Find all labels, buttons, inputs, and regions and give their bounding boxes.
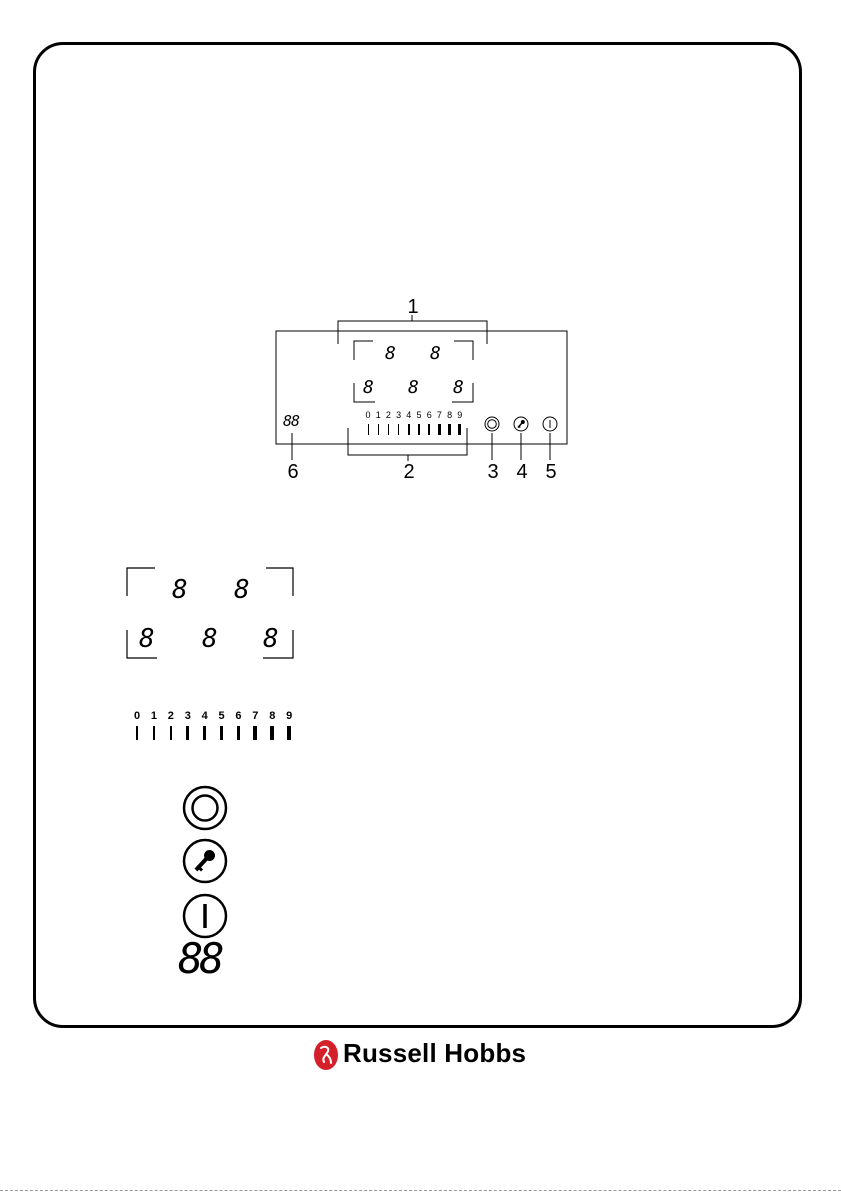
legend-power-scale-tick-9[interactable] — [287, 726, 292, 740]
legend-power-scale-label-6: 6 — [235, 710, 241, 722]
panel-timer-display: 88 — [283, 412, 299, 430]
legend-power-scale-label-9: 9 — [286, 710, 292, 722]
panel-power-scale-label-9: 9 — [457, 410, 462, 420]
legend-power-scale-tick-6[interactable] — [237, 726, 241, 740]
callout-1: 1 — [398, 296, 428, 319]
legend-power-scale-tick-0[interactable] — [136, 726, 138, 740]
callout-2: 2 — [394, 461, 424, 484]
brand-emblem-icon — [313, 1039, 339, 1071]
legend-power-scale-label-5: 5 — [219, 710, 225, 722]
zone-select-icon — [484, 416, 500, 432]
zone-select-icon — [182, 785, 228, 831]
legend-power-scale-label-7: 7 — [252, 710, 258, 722]
panel-zone-digit-bottom-mid: 8 — [408, 377, 419, 398]
panel-power-scale-label-4: 4 — [406, 410, 411, 420]
panel-power-scale-tick-5[interactable] — [418, 424, 420, 435]
legend-zone-digit-top-right: 8 — [234, 575, 250, 605]
brand-name: Russell Hobbs — [343, 1038, 526, 1069]
callout-lines — [0, 0, 841, 520]
legend-power-scale-tick-7[interactable] — [253, 726, 257, 740]
key-lock-icon — [182, 838, 228, 884]
legend-power-scale-tick-3[interactable] — [186, 726, 189, 740]
panel-power-scale-label-8: 8 — [447, 410, 452, 420]
panel-power-scale-tick-8[interactable] — [448, 424, 451, 435]
panel-power-scale-tick-6[interactable] — [428, 424, 430, 435]
panel-power-scale-tick-1[interactable] — [378, 424, 379, 435]
callout-3: 3 — [478, 461, 508, 484]
panel-zone-digit-top-right: 8 — [430, 343, 441, 364]
panel-power-scale-tick-0[interactable] — [368, 424, 369, 435]
callout-6: 6 — [278, 461, 308, 484]
panel-power-scale-tick-4[interactable] — [408, 424, 410, 435]
legend-power-scale-tick-2[interactable] — [170, 726, 172, 740]
panel-power-scale-tick-2[interactable] — [388, 424, 389, 435]
panel-power-scale-label-5: 5 — [417, 410, 422, 420]
legend-power-scale-label-1: 1 — [151, 710, 157, 722]
legend-power-scale-label-2: 2 — [168, 710, 174, 722]
panel-zone-digit-bottom-right: 8 — [453, 377, 464, 398]
panel-power-scale-label-3: 3 — [396, 410, 401, 420]
legend-power-scale-label-8: 8 — [269, 710, 275, 722]
power-icon — [182, 893, 228, 939]
panel-power-scale-label-1: 1 — [376, 410, 381, 420]
legend-power-scale-label-4: 4 — [202, 710, 208, 722]
panel-power-scale-tick-3[interactable] — [398, 424, 400, 435]
key-lock-icon — [513, 416, 529, 432]
power-icon — [542, 416, 558, 432]
legend-zone-digit-top-left: 8 — [172, 575, 188, 605]
callout-4: 4 — [507, 461, 537, 484]
legend-timer-display: 88 — [178, 938, 221, 980]
legend-power-scale-tick-1[interactable] — [153, 726, 155, 740]
panel-power-scale-label-7: 7 — [437, 410, 442, 420]
legend-power-scale-tick-5[interactable] — [220, 726, 223, 740]
panel-power-scale-tick-9[interactable] — [458, 424, 461, 435]
legend-zone-digit-bottom-left: 8 — [139, 624, 155, 654]
legend-zone-brackets — [0, 520, 841, 990]
panel-power-scale-tick-7[interactable] — [438, 424, 441, 435]
panel-power-scale-label-0: 0 — [366, 410, 371, 420]
legend-power-scale-tick-8[interactable] — [270, 726, 274, 740]
callout-5: 5 — [536, 461, 566, 484]
legend-zone-digit-bottom-right: 8 — [263, 624, 279, 654]
legend-power-scale-label-3: 3 — [185, 710, 191, 722]
panel-zone-digit-bottom-left: 8 — [363, 377, 374, 398]
panel-power-scale-label-6: 6 — [427, 410, 432, 420]
legend-zone-digit-bottom-mid: 8 — [202, 624, 218, 654]
panel-power-scale-label-2: 2 — [386, 410, 391, 420]
legend-power-scale-label-0: 0 — [134, 710, 140, 722]
brand-logo: Russell Hobbs — [313, 1038, 553, 1074]
panel-zone-digit-top-left: 8 — [385, 343, 396, 364]
page-bottom-rule — [0, 1190, 841, 1191]
legend-power-scale-tick-4[interactable] — [203, 726, 206, 740]
